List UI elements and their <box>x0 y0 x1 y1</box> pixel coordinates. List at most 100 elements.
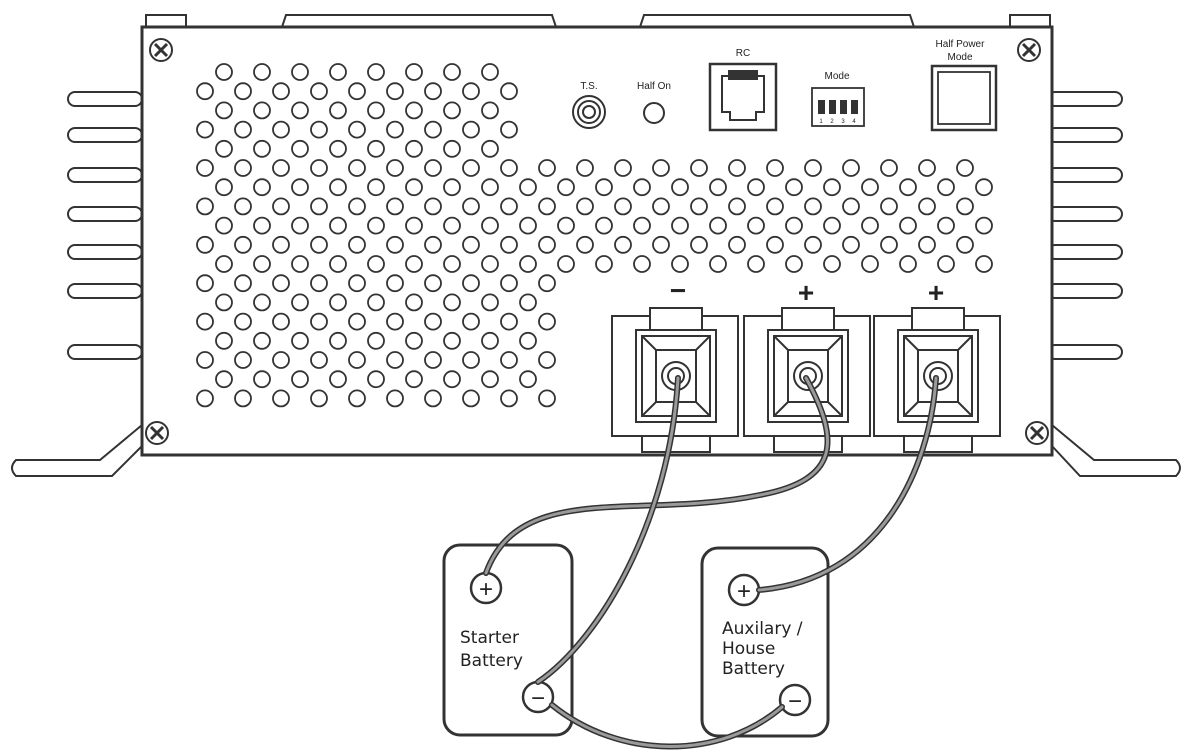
vent-hole <box>747 178 765 197</box>
vent-hole <box>652 197 670 216</box>
vent-hole <box>367 331 385 350</box>
mode-dip-switch[interactable]: 1 2 3 4 <box>811 87 865 127</box>
vent-hole <box>367 139 385 158</box>
half-power-mode-button[interactable] <box>930 64 998 132</box>
vent-hole <box>405 331 423 350</box>
vent-hole <box>215 216 233 235</box>
vent-hole <box>595 255 613 273</box>
vent-hole <box>728 197 746 216</box>
vent-hole <box>690 159 708 177</box>
vent-hole <box>842 197 860 216</box>
vent-hole <box>424 120 442 139</box>
vent-hole <box>310 389 328 408</box>
ts-jack[interactable] <box>572 95 606 129</box>
vent-hole <box>538 351 556 369</box>
vent-hole <box>272 274 290 293</box>
vent-hole <box>215 293 233 312</box>
auxiliary-positive-symbol: + <box>737 578 751 605</box>
vent-hole <box>519 331 537 350</box>
vent-hole <box>329 101 347 120</box>
vent-hole <box>348 274 366 293</box>
vent-hole <box>443 370 461 389</box>
vent-hole <box>766 159 784 177</box>
vent-hole <box>500 235 518 254</box>
starter-battery: + Starter Battery − <box>442 543 574 737</box>
vent-hole <box>234 389 252 408</box>
vent-hole <box>519 370 537 389</box>
vent-hole <box>272 351 290 369</box>
vent-hole <box>329 293 347 312</box>
starter-negative-symbol: − <box>531 685 545 712</box>
vent-hole <box>405 293 423 312</box>
vent-hole <box>196 389 214 408</box>
vent-hole <box>329 370 347 389</box>
heatsink-fins-left <box>67 91 143 360</box>
vent-hole <box>386 235 404 254</box>
vent-hole <box>386 351 404 369</box>
vent-hole <box>481 331 499 350</box>
vent-hole <box>386 274 404 293</box>
rc-label: RC <box>736 48 750 59</box>
vent-hole <box>937 255 955 273</box>
vent-hole <box>367 255 385 273</box>
vent-hole <box>253 101 271 120</box>
mounting-foot-left <box>11 424 143 477</box>
vent-hole <box>481 101 499 120</box>
vent-hole <box>462 82 480 101</box>
dip-number-2: 2 <box>830 119 834 125</box>
vent-hole <box>614 197 632 216</box>
vent-hole <box>690 197 708 216</box>
vent-hole <box>538 389 556 408</box>
vent-hole <box>538 159 556 177</box>
vent-hole <box>367 101 385 120</box>
vent-hole <box>804 159 822 177</box>
vent-hole <box>500 82 518 101</box>
vent-hole <box>272 389 290 408</box>
vent-hole <box>424 351 442 369</box>
vent-hole <box>709 216 727 235</box>
vent-hole <box>310 159 328 177</box>
dip-number-3: 3 <box>841 119 845 125</box>
vent-hole <box>823 255 841 273</box>
vent-hole <box>918 235 936 254</box>
vent-hole <box>443 331 461 350</box>
vent-hole <box>348 159 366 177</box>
vent-hole <box>880 235 898 254</box>
vent-hole <box>291 63 309 81</box>
ts-label: T.S. <box>580 81 597 92</box>
vent-hole <box>785 255 803 273</box>
vent-hole <box>671 216 689 235</box>
vent-hole <box>842 159 860 177</box>
vent-hole <box>215 370 233 389</box>
vent-hole <box>519 293 537 312</box>
vent-hole <box>538 274 556 293</box>
rc-port[interactable] <box>708 62 778 132</box>
vent-hole <box>519 178 537 197</box>
vent-hole <box>614 235 632 254</box>
vent-hole <box>424 312 442 331</box>
vent-hole <box>766 197 784 216</box>
dip-number-1: 1 <box>819 119 823 125</box>
vent-hole <box>196 159 214 177</box>
vent-hole <box>595 178 613 197</box>
vent-hole <box>500 351 518 369</box>
vent-hole <box>975 178 993 197</box>
vent-hole <box>538 235 556 254</box>
terminal-positive-label-2: + <box>928 277 944 308</box>
vent-hole <box>424 274 442 293</box>
auxiliary-negative-post[interactable] <box>778 683 812 717</box>
vent-hole <box>557 178 575 197</box>
vent-hole <box>899 255 917 273</box>
vent-hole <box>500 120 518 139</box>
vent-hole <box>291 370 309 389</box>
vent-hole <box>861 178 879 197</box>
vent-hole <box>785 216 803 235</box>
vent-hole <box>405 63 423 81</box>
vent-hole <box>253 63 271 81</box>
vent-hole <box>272 312 290 331</box>
vent-hole <box>424 197 442 216</box>
vent-hole <box>481 178 499 197</box>
vent-hole <box>405 255 423 273</box>
